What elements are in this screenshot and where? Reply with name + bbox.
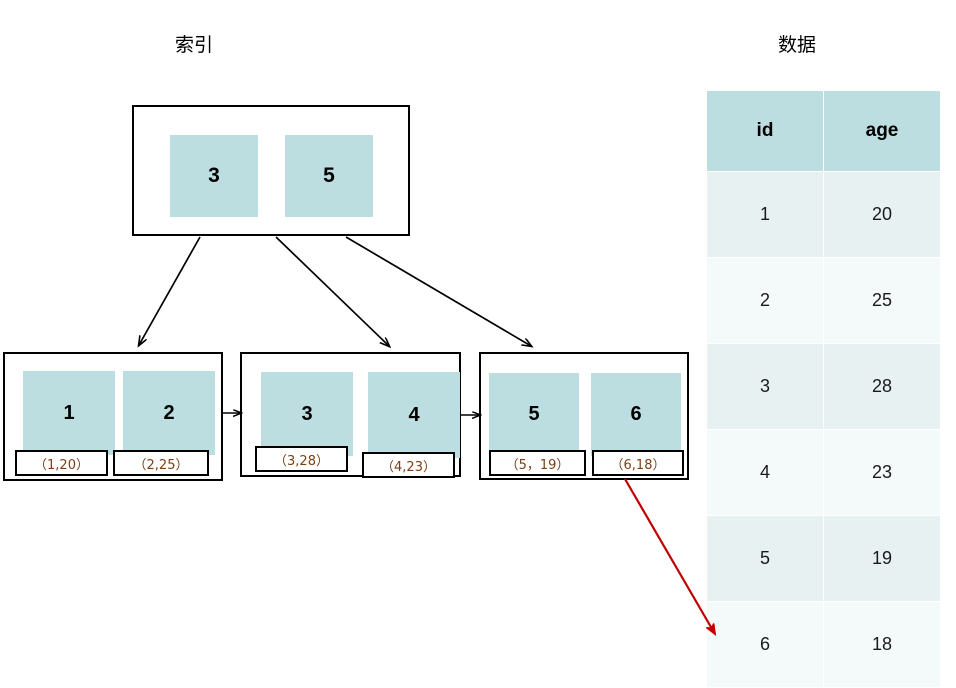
cell-id: 5 bbox=[707, 516, 823, 601]
cell-id: 6 bbox=[707, 602, 823, 687]
cell-age: 18 bbox=[824, 602, 940, 687]
leaf0-key-cell-0[interactable]: 1 bbox=[23, 371, 115, 455]
leaf2-key-cell-0[interactable]: 5 bbox=[489, 373, 579, 456]
leaf2-value-box-1: （6,18） bbox=[592, 450, 684, 476]
leaf1-key-cell-0[interactable]: 3 bbox=[261, 372, 353, 456]
table-row[interactable]: 1 20 bbox=[707, 172, 940, 257]
data-section-title: 数据 bbox=[778, 34, 817, 56]
table-row[interactable]: 3 28 bbox=[707, 344, 940, 429]
table-row[interactable]: 5 19 bbox=[707, 516, 940, 601]
cell-age: 19 bbox=[824, 516, 940, 601]
pointer-arrow-row6 bbox=[624, 478, 715, 634]
column-header-id: id bbox=[707, 91, 823, 171]
cell-age: 28 bbox=[824, 344, 940, 429]
table-row[interactable]: 2 25 bbox=[707, 258, 940, 343]
cell-id: 2 bbox=[707, 258, 823, 343]
root-key-label-0: 3 bbox=[208, 164, 220, 187]
table-header-row: id age bbox=[707, 91, 940, 171]
leaf0-value-box-0: （1,20） bbox=[15, 450, 108, 476]
leaf0-key-cell-1[interactable]: 2 bbox=[123, 371, 215, 455]
leaf2-value-box-0: （5，19） bbox=[489, 450, 586, 476]
root-key-cell-0[interactable]: 3 bbox=[170, 135, 258, 217]
leaf1-value-box-0: （3,28） bbox=[255, 446, 348, 472]
cell-age: 20 bbox=[824, 172, 940, 257]
table-row[interactable]: 6 18 bbox=[707, 602, 940, 687]
btree-leaf-node-0: 1 2 bbox=[3, 352, 223, 481]
leaf0-key-label-1: 2 bbox=[163, 401, 175, 424]
cell-id: 4 bbox=[707, 430, 823, 515]
leaf0-value-box-1: （2,25） bbox=[113, 450, 209, 476]
leaf2-key-label-1: 6 bbox=[630, 403, 642, 425]
cell-age: 25 bbox=[824, 258, 940, 343]
root-key-cell-1[interactable]: 5 bbox=[285, 135, 373, 217]
cell-id: 1 bbox=[707, 172, 823, 257]
leaf1-key-cell-1[interactable]: 4 bbox=[368, 372, 460, 458]
leaf1-value-box-1: （4,23） bbox=[362, 452, 455, 478]
cell-age: 23 bbox=[824, 430, 940, 515]
table-row[interactable]: 4 23 bbox=[707, 430, 940, 515]
data-table: id age 1 20 2 25 3 28 4 23 5 19 bbox=[706, 90, 941, 688]
btree-root-node: 3 5 bbox=[132, 105, 410, 236]
leaf0-key-label-0: 1 bbox=[63, 401, 75, 424]
cell-id: 3 bbox=[707, 344, 823, 429]
leaf1-key-label-0: 3 bbox=[301, 402, 313, 425]
root-key-label-1: 5 bbox=[323, 164, 335, 187]
edge-root-to-leaf2 bbox=[275, 236, 389, 346]
leaf2-key-label-0: 5 bbox=[528, 403, 540, 425]
edge-root-to-leaf3 bbox=[345, 236, 531, 346]
leaf2-key-cell-1[interactable]: 6 bbox=[591, 373, 681, 456]
leaf1-key-label-1: 4 bbox=[408, 403, 420, 426]
index-section-title: 索引 bbox=[175, 34, 214, 56]
column-header-age: age bbox=[824, 91, 940, 171]
edge-root-to-leaf1 bbox=[139, 236, 201, 345]
